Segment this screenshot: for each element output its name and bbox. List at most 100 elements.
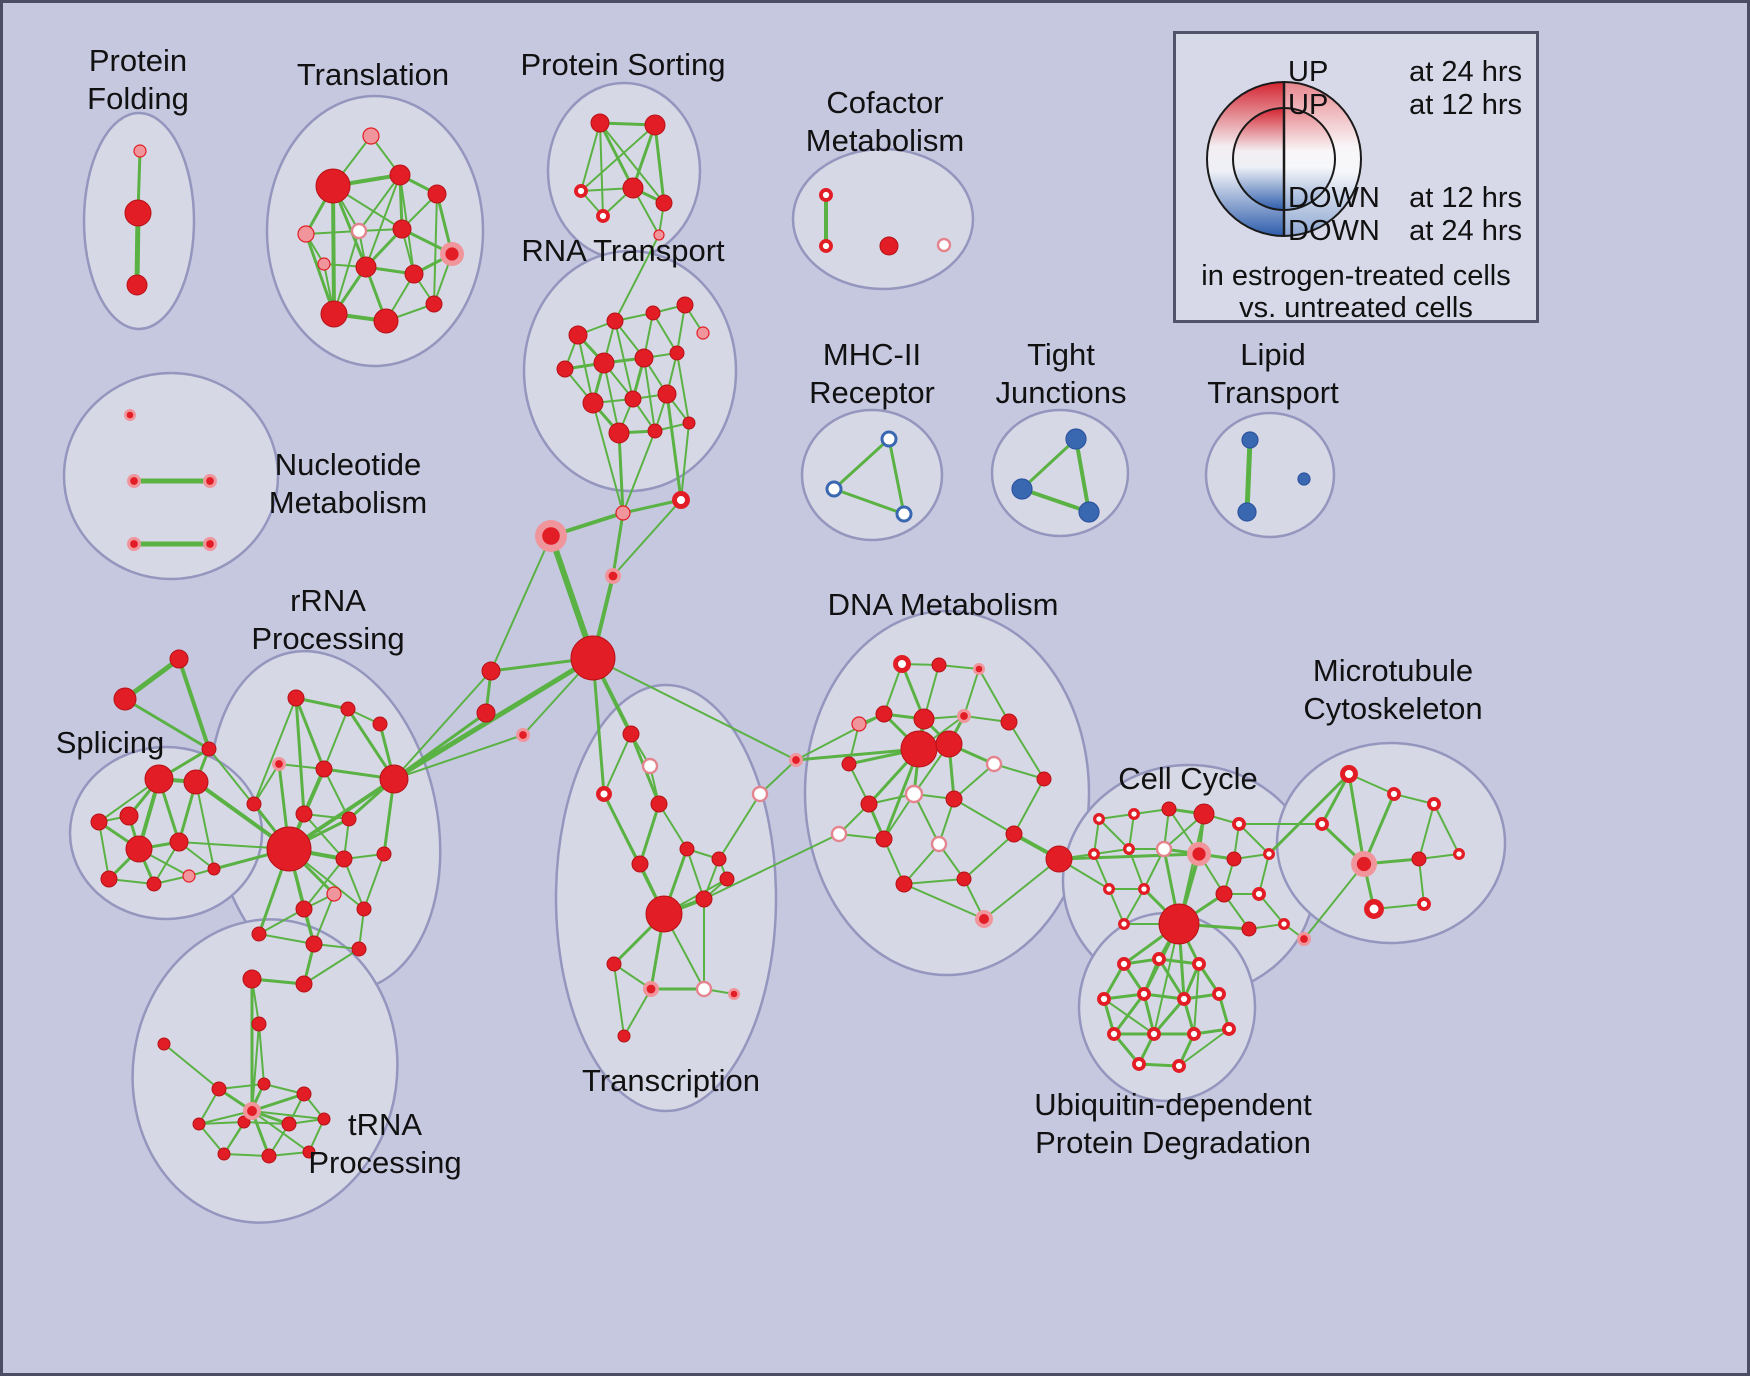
gene-node[interactable] <box>936 237 952 253</box>
gene-node[interactable] <box>879 236 899 256</box>
gene-node[interactable] <box>1222 1022 1236 1036</box>
gene-node[interactable] <box>1161 801 1177 817</box>
gene-node[interactable] <box>315 760 333 778</box>
gene-node[interactable] <box>183 769 209 795</box>
gene-node[interactable] <box>851 716 867 732</box>
gene-node[interactable] <box>1011 478 1033 500</box>
gene-node[interactable] <box>650 795 668 813</box>
gene-node[interactable] <box>605 568 621 584</box>
gene-node[interactable] <box>645 305 661 321</box>
gene-node[interactable] <box>113 687 137 711</box>
gene-node[interactable] <box>127 537 141 551</box>
gene-node[interactable] <box>593 352 615 374</box>
gene-node[interactable] <box>1453 848 1465 860</box>
gene-node[interactable] <box>1241 431 1259 449</box>
gene-node[interactable] <box>356 901 372 917</box>
gene-node[interactable] <box>317 257 331 271</box>
gene-node[interactable] <box>297 225 315 243</box>
gene-node[interactable] <box>192 1117 206 1131</box>
gene-node[interactable] <box>295 805 313 823</box>
gene-node[interactable] <box>1147 1027 1161 1041</box>
gene-node[interactable] <box>296 1086 312 1102</box>
gene-node[interactable] <box>1297 472 1311 486</box>
gene-node[interactable] <box>719 871 735 887</box>
gene-node[interactable] <box>1315 817 1329 831</box>
gene-node[interactable] <box>350 222 368 240</box>
gene-node[interactable] <box>1351 851 1377 877</box>
gene-node[interactable] <box>1193 803 1215 825</box>
gene-node[interactable] <box>641 757 659 775</box>
gene-node[interactable] <box>655 194 673 212</box>
gene-node[interactable] <box>1417 897 1431 911</box>
gene-node[interactable] <box>125 835 153 863</box>
gene-node[interactable] <box>124 199 152 227</box>
gene-node[interactable] <box>90 813 108 831</box>
gene-node[interactable] <box>819 239 833 253</box>
gene-node[interactable] <box>427 184 447 204</box>
gene-node[interactable] <box>895 875 913 893</box>
gene-node[interactable] <box>326 886 342 902</box>
gene-node[interactable] <box>1117 957 1131 971</box>
gene-node[interactable] <box>608 422 630 444</box>
gene-node[interactable] <box>1252 887 1266 901</box>
gene-node[interactable] <box>1263 848 1275 860</box>
gene-node[interactable] <box>904 784 924 804</box>
gene-node[interactable] <box>207 862 221 876</box>
gene-node[interactable] <box>211 1081 227 1097</box>
gene-node[interactable] <box>617 1029 631 1043</box>
gene-node[interactable] <box>574 184 588 198</box>
gene-node[interactable] <box>1093 813 1105 825</box>
gene-node[interactable] <box>335 850 353 868</box>
gene-node[interactable] <box>615 505 631 521</box>
gene-node[interactable] <box>1212 987 1226 1001</box>
gene-node[interactable] <box>676 296 694 314</box>
gene-node[interactable] <box>1411 851 1427 867</box>
gene-node[interactable] <box>1427 797 1441 811</box>
gene-node[interactable] <box>695 890 713 908</box>
gene-node[interactable] <box>351 941 367 957</box>
gene-node[interactable] <box>144 764 174 794</box>
gene-node[interactable] <box>606 312 624 330</box>
gene-node[interactable] <box>1045 845 1073 873</box>
gene-node[interactable] <box>669 345 685 361</box>
gene-node[interactable] <box>1088 848 1100 860</box>
gene-node[interactable] <box>133 144 147 158</box>
gene-node[interactable] <box>440 242 464 266</box>
gene-node[interactable] <box>1123 843 1135 855</box>
gene-node[interactable] <box>372 716 388 732</box>
gene-node[interactable] <box>389 164 411 186</box>
gene-node[interactable] <box>672 491 690 509</box>
gene-node[interactable] <box>373 308 399 334</box>
gene-node[interactable] <box>875 830 893 848</box>
gene-node[interactable] <box>146 876 162 892</box>
gene-node[interactable] <box>596 209 610 223</box>
gene-node[interactable] <box>622 177 644 199</box>
gene-node[interactable] <box>315 168 351 204</box>
gene-node[interactable] <box>1387 787 1401 801</box>
gene-node[interactable] <box>825 480 843 498</box>
gene-node[interactable] <box>624 390 642 408</box>
gene-node[interactable] <box>305 935 323 953</box>
gene-node[interactable] <box>1000 713 1018 731</box>
gene-node[interactable] <box>341 811 357 827</box>
gene-node[interactable] <box>217 1147 231 1161</box>
gene-node[interactable] <box>631 855 649 873</box>
gene-node[interactable] <box>1132 1057 1146 1071</box>
gene-node[interactable] <box>1036 771 1052 787</box>
gene-node[interactable] <box>1137 987 1151 1001</box>
gene-node[interactable] <box>302 1145 316 1159</box>
gene-node[interactable] <box>1078 501 1100 523</box>
gene-node[interactable] <box>930 835 948 853</box>
gene-node[interactable] <box>362 127 380 145</box>
gene-node[interactable] <box>751 785 769 803</box>
gene-node[interactable] <box>243 1102 261 1120</box>
gene-node[interactable] <box>1364 899 1384 919</box>
gene-node[interactable] <box>242 969 262 989</box>
gene-node[interactable] <box>596 786 612 802</box>
gene-node[interactable] <box>696 326 710 340</box>
gene-node[interactable] <box>1192 957 1206 971</box>
gene-node[interactable] <box>895 505 913 523</box>
gene-node[interactable] <box>935 730 963 758</box>
gene-node[interactable] <box>182 869 196 883</box>
gene-node[interactable] <box>1241 921 1257 937</box>
